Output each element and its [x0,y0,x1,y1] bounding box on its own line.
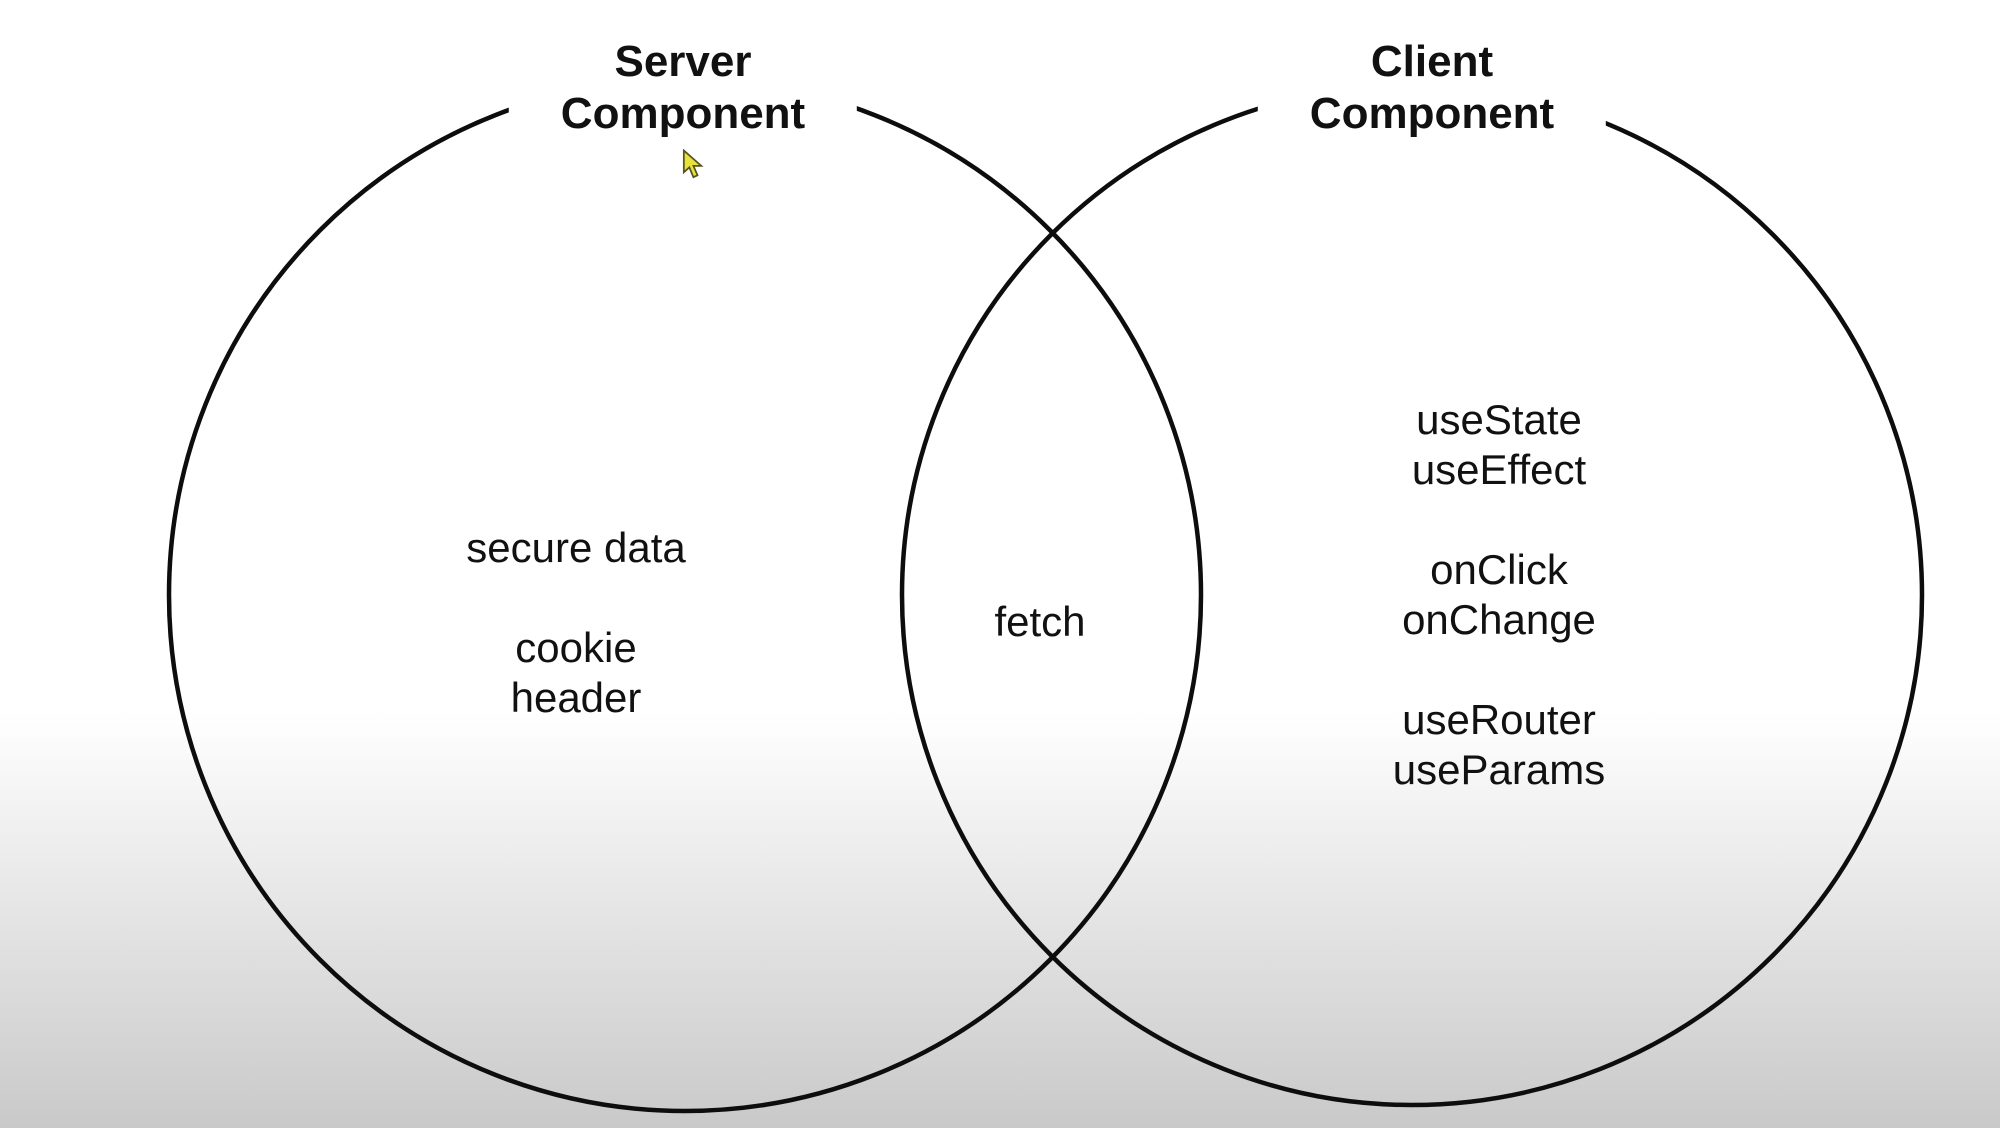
list-item: onChange [1402,596,1596,643]
server-component-title: Server Component [508,30,858,146]
client-items-list: useState useEffect onClick onChange useR… [1393,395,1605,795]
list-item: useState [1416,396,1582,443]
list-item: useEffect [1411,446,1587,493]
list-gap [466,573,685,623]
list-item: secure data [466,524,686,571]
list-item: header [510,674,642,721]
list-gap [1393,495,1605,545]
list-item: useParams [1392,746,1606,793]
list-item: onClick [1430,546,1568,593]
list-gap [1393,645,1605,695]
client-component-title: Client Component [1257,30,1607,146]
mouse-cursor-icon [682,149,704,179]
server-title-line2: Component [560,89,806,138]
overlap-label: fetch [994,598,1086,645]
client-title-line1: Client [1370,37,1494,86]
server-title-line1: Server [614,37,752,86]
client-title-line2: Component [1309,89,1555,138]
list-item: useRouter [1402,696,1596,743]
server-items-list: secure data cookie header [466,523,685,723]
list-item: cookie [515,624,637,671]
